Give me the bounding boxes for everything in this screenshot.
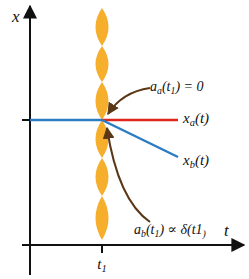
t-tick <box>101 245 103 253</box>
trajectory-line <box>30 119 102 122</box>
curve-label: xb(t) <box>183 152 209 169</box>
axis-label: x <box>12 8 20 27</box>
pulse-lens <box>96 196 109 240</box>
annotation: aa(t1) = 0 <box>150 79 204 94</box>
axis-label: t <box>224 222 229 241</box>
leader-arrow <box>108 88 150 114</box>
pulse-lens <box>96 46 109 82</box>
pulse-lens <box>96 8 109 46</box>
pulse-lens <box>96 158 109 196</box>
leader-arrow <box>107 128 150 222</box>
pulse-lens <box>96 82 109 120</box>
annotation: ab(t1) ∝ δ(t1) <box>134 222 206 237</box>
x-tick <box>22 119 30 121</box>
pulse-column <box>96 8 109 240</box>
trajectory-line <box>102 120 178 157</box>
pulse-lens <box>96 120 109 158</box>
trajectory-line <box>102 119 178 122</box>
t-axis <box>22 244 244 246</box>
x-axis <box>29 6 31 275</box>
curve-label: xa(t) <box>183 110 209 127</box>
tick-label: t1 <box>97 256 106 273</box>
